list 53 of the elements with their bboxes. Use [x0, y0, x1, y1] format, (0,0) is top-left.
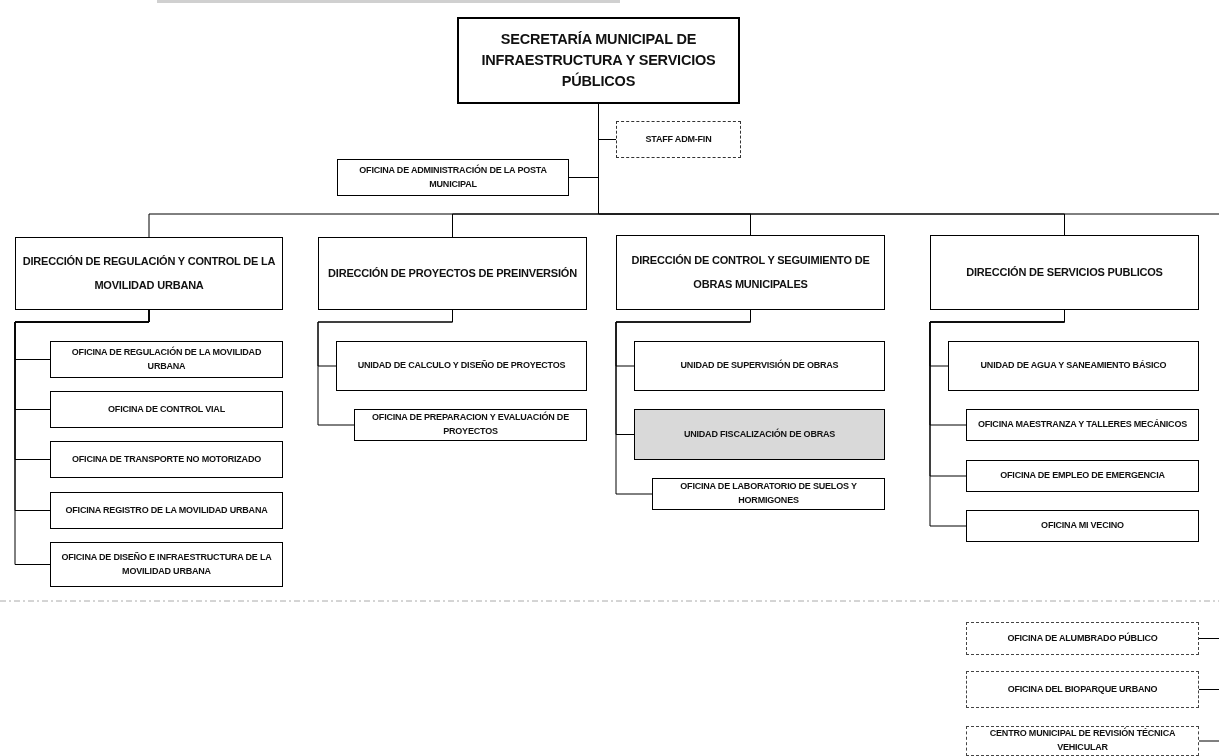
unit-box — [966, 726, 1199, 756]
unit-name: OFICINA DE ALUMBRADO PÚBLICO — [1007, 631, 1158, 645]
unit-box — [966, 510, 1199, 542]
unit-name: UNIDAD DE CALCULO Y DISEÑO DE PROYECTOS — [357, 359, 566, 373]
unit-box — [652, 478, 885, 510]
connector-line — [1198, 689, 1219, 690]
unit-name: OFICINA DE PREPARACION Y EVALUACIÓN DE PROYECTOS — [371, 411, 570, 438]
unit-name: DIRECCIÓN DE SERVICIOS PUBLICOS — [966, 264, 1163, 280]
directorate-box — [15, 237, 283, 310]
unit-box — [337, 159, 569, 196]
unit-box — [966, 409, 1199, 441]
connector-line — [1198, 740, 1219, 742]
unit-box — [50, 492, 283, 529]
unit-name: OFICINA MAESTRANZA Y TALLERES MECÁNICOS — [977, 418, 1187, 432]
unit-box — [50, 441, 283, 478]
directorate-box — [930, 235, 1199, 310]
unit-name: CENTRO MUNICIPAL DE REVISIÓN TÉCNICA VEHICULAR — [988, 727, 1177, 754]
unit-name: OFICINA DE TRANSPORTE NO MOTORIZADO — [72, 452, 261, 466]
unit-name: OFICINA DE REGULACIÓN DE LA MOVILIDAD URBANA — [70, 345, 263, 373]
directorate-box — [318, 237, 587, 310]
unit-name: UNIDAD FISCALIZACIÓN DE OBRAS — [683, 427, 836, 441]
unit-name: OFICINA DE CONTROL VIAL — [108, 402, 225, 416]
unit-box — [948, 341, 1199, 391]
unit-name: DIRECCIÓN DE PROYECTOS DE PREINVERSIÓN — [328, 265, 577, 281]
unit-name: OFICINA REGISTRO DE LA MOVILIDAD URBANA — [65, 503, 268, 517]
unit-name: OFICINA DE DISEÑO E INFRAESTRUCTURA DE LA MOVILIDAD URBANA — [60, 550, 273, 578]
directorate-box — [616, 235, 885, 310]
unit-box — [50, 542, 283, 587]
unit-name: OFICINA DEL BIOPARQUE URBANO — [1007, 682, 1158, 696]
unit-name: OFICINA MI VECINO — [1041, 519, 1124, 533]
unit-box — [50, 391, 283, 428]
connector-line — [317, 309, 453, 426]
unit-box — [634, 341, 885, 391]
unit-name: SECRETARÍA MUNICIPAL DE INFRAESTRUCTURA Y SERVICIOS PÚBLICOS — [480, 29, 717, 91]
unit-box — [354, 409, 587, 441]
unit-box — [634, 409, 885, 460]
unit-name: UNIDAD DE AGUA Y SANEAMIENTO BÁSICO — [980, 359, 1167, 373]
connector-line — [14, 309, 150, 565]
unit-box — [966, 622, 1199, 655]
unit-box — [50, 341, 283, 378]
head-office-box — [457, 17, 740, 104]
unit-box — [966, 460, 1199, 492]
unit-name: STAFF ADM-FIN — [645, 132, 712, 146]
unit-box — [616, 121, 741, 158]
unit-name: OFICINA DE ADMINISTRACIÓN DE LA POSTA MUNICIPAL — [358, 163, 548, 191]
unit-box — [966, 671, 1199, 708]
unit-name: UNIDAD DE SUPERVISIÓN DE OBRAS — [680, 359, 839, 373]
unit-box — [336, 341, 587, 391]
unit-name: OFICINA DE LABORATORIO DE SUELOS Y HORMIGONES — [679, 480, 858, 507]
unit-name: DIRECCIÓN DE REGULACIÓN Y CONTROL DE LA MOVILIDAD URBANA — [21, 254, 277, 293]
unit-name: DIRECCIÓN DE CONTROL Y SEGUIMIENTO DE OBRAS MUNICIPALES — [630, 253, 871, 292]
unit-name: OFICINA DE EMPLEO DE EMERGENCIA — [1000, 469, 1165, 483]
connector-line — [1198, 638, 1219, 639]
